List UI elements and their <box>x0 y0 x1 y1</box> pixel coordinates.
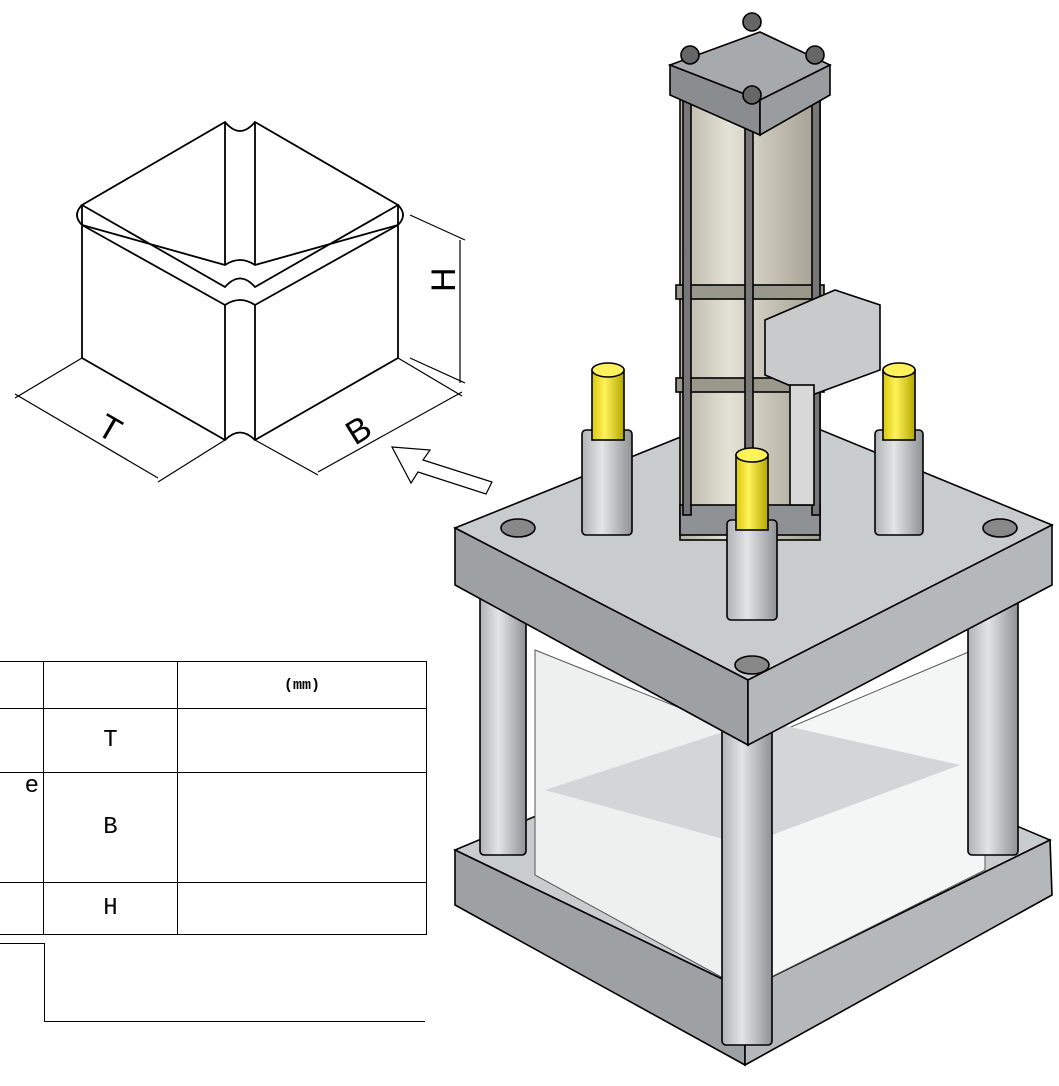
table-row: H <box>0 882 427 935</box>
value-cell-t <box>177 708 427 773</box>
note-underline <box>44 1021 425 1022</box>
dim-cell-h: H <box>43 882 178 935</box>
value-cell-b <box>177 772 427 883</box>
table-row: e B <box>0 772 427 883</box>
table-cell-left <box>0 708 44 773</box>
box-dimension-diagram: H T B <box>14 120 493 495</box>
table-cell-left <box>0 661 44 709</box>
dimension-table: (mm) T e B H <box>0 661 427 935</box>
table-cell-dim <box>43 661 178 709</box>
table-row: (mm) <box>0 661 427 709</box>
unit-header: (mm) <box>177 661 427 709</box>
value-cell-h <box>177 882 427 935</box>
note-box <box>0 943 45 1022</box>
dim-cell-t: T <box>43 708 178 773</box>
dim-cell-b: B <box>43 772 178 883</box>
table-cell-left <box>0 882 44 935</box>
table-row: T <box>0 708 427 773</box>
table-cell-left: e <box>0 772 44 883</box>
height-dim-label: H <box>425 267 463 292</box>
